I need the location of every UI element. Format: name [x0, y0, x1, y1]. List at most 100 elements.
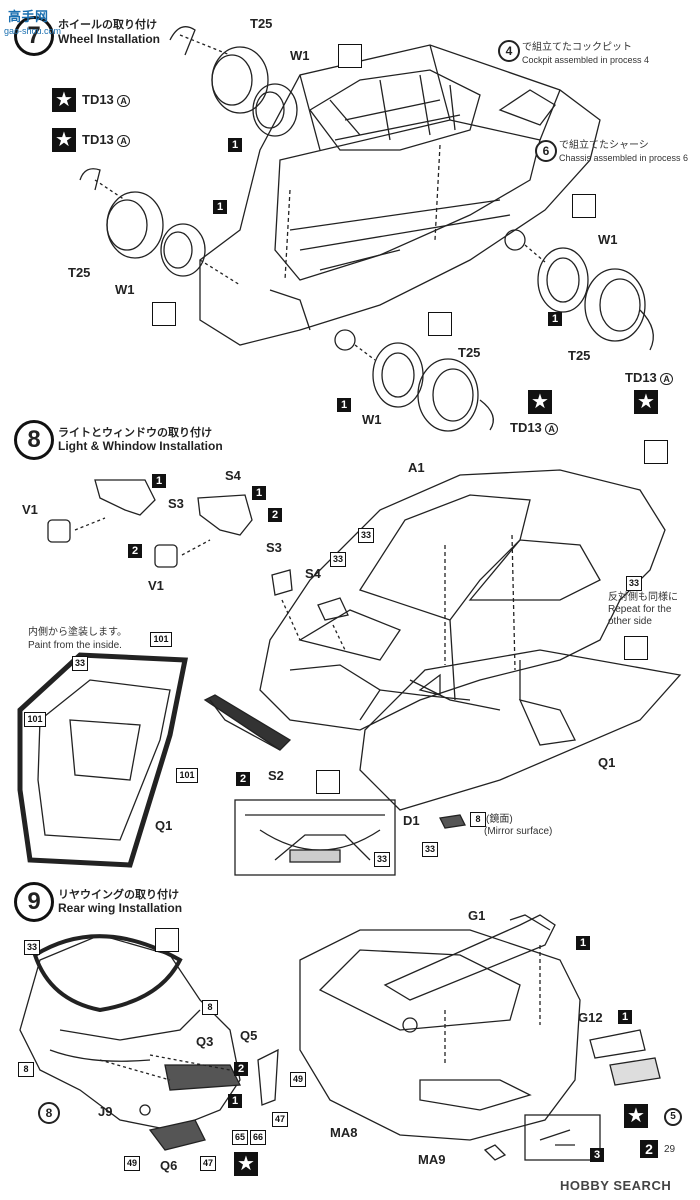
sprue-2-g12: 2: [640, 1140, 658, 1158]
decal-star-icon-1: ★: [52, 88, 76, 112]
decal-star-icon-3: ★: [634, 390, 658, 414]
sprue-3-ma9: 3: [590, 1148, 604, 1162]
note-6-en: Chassis assembled in process 6: [559, 153, 689, 163]
decal-suffix-right: A: [660, 373, 673, 385]
color-33-b: 33: [330, 552, 346, 567]
label-td13-right: TD13 A: [625, 370, 673, 385]
sprue-2-s4: 2: [268, 508, 282, 522]
paint-icon-9-left: [155, 928, 179, 952]
sprue-1-q3: 1: [228, 1094, 242, 1108]
repeat-note-en-1: Repeat for the: [608, 604, 672, 615]
color-33-e: 33: [374, 852, 390, 867]
color-33-c: 33: [626, 576, 642, 591]
label-q1-left: Q1: [155, 818, 173, 833]
color-49-b: 49: [124, 1156, 140, 1171]
color-33-d: 33: [72, 656, 88, 671]
label-s3-b: S3: [266, 540, 282, 555]
step-7-title-ja: ホイールの取り付け: [58, 19, 157, 31]
decal-star-icon-9: ★: [234, 1152, 258, 1176]
chassis-outline: [199, 44, 601, 346]
body-shell-outline: [259, 469, 666, 731]
label-t25-top: T25: [250, 16, 273, 31]
sprue-2-q3: 2: [234, 1062, 248, 1076]
step-8-title-ja: ライトとウィンドウの取り付け: [58, 427, 212, 439]
label-a1: A1: [408, 460, 425, 475]
mirror-en: (Mirror surface): [484, 826, 553, 837]
label-q3: Q3: [196, 1034, 214, 1049]
label-t25-bottom: T25: [458, 345, 481, 360]
label-g12: G12: [578, 1010, 603, 1025]
sprue-1-left: 1: [213, 200, 227, 214]
sprue-1-right: 1: [548, 312, 562, 326]
label-q1-right: Q1: [598, 755, 616, 770]
decal-suffix-bottom: A: [545, 423, 558, 435]
paint-icon-bottom: [428, 312, 452, 336]
sprue-1-top: 1: [228, 138, 242, 152]
note-6-ja: で組立てたシャーシ: [559, 140, 649, 151]
step-9-number: 9: [14, 882, 54, 922]
note-4-circle: 4: [498, 40, 520, 62]
color-66: 66: [250, 1130, 266, 1145]
label-s4-a: S4: [225, 468, 241, 483]
label-td13-bottom: TD13 A: [510, 420, 558, 435]
step-9-title-ja: リヤウイングの取り付け: [58, 889, 179, 901]
color-8-c: 8: [38, 1102, 60, 1124]
label-td13-2: TD13 A: [82, 132, 130, 147]
color-65: 65: [232, 1130, 248, 1145]
repeat-note-ja: 反対側も同様に: [608, 592, 678, 603]
color-33-g: 33: [24, 940, 40, 955]
note-4-ja: で組立てたコックピット: [522, 42, 632, 53]
paint-icon-right: [572, 194, 596, 218]
color-101-a: 101: [150, 632, 172, 647]
sprue-1-s3: 1: [152, 474, 166, 488]
color-101-c: 101: [176, 768, 198, 783]
step-8-number: 8: [14, 420, 54, 460]
sprue-1-bottom: 1: [337, 398, 351, 412]
sprue-2-s2: 2: [236, 772, 250, 786]
decal-star-icon-g12: ★: [624, 1104, 648, 1128]
label-q6: Q6: [160, 1158, 178, 1173]
step-7-title-en: Wheel Installation: [58, 32, 161, 46]
label-v1-a: V1: [22, 502, 38, 517]
paint-inside-ja: 内側から塗装します。: [28, 627, 127, 638]
label-ma9: MA9: [418, 1152, 446, 1167]
label-w1-right: W1: [598, 232, 618, 247]
mirror-ja: (鏡面): [486, 814, 513, 825]
label-s2: S2: [268, 768, 284, 783]
color-47-b: 47: [200, 1156, 216, 1171]
color-47-a: 47: [272, 1112, 288, 1127]
step-8-title-en: Light & Whindow Installation: [58, 439, 223, 453]
label-j9: J9: [98, 1104, 113, 1119]
watermark-right: HOBBY SEARCH: [560, 1178, 672, 1193]
label-v1-b: V1: [148, 578, 164, 593]
paint-icon-a1: [644, 440, 668, 464]
label-ma8: MA8: [330, 1125, 358, 1140]
label-w1-left: W1: [115, 282, 135, 297]
label-t25-right: T25: [568, 348, 591, 363]
decal-star-icon-4: ★: [528, 390, 552, 414]
color-33-a: 33: [358, 528, 374, 543]
sprue-1-g1: 1: [576, 936, 590, 950]
paint-inside-en: Paint from the inside.: [28, 640, 122, 651]
label-w1-bottom: W1: [362, 412, 382, 427]
step-9-title-en: Rear wing Installation: [58, 901, 183, 915]
paint-icon-inset: [316, 770, 340, 794]
color-8-a: 8: [202, 1000, 218, 1015]
paint-icon-left: [152, 302, 176, 326]
label-q5: Q5: [240, 1028, 258, 1043]
label-td13-1: TD13 A: [82, 92, 130, 107]
color-101-b: 101: [24, 712, 46, 727]
label-g1: G1: [468, 908, 486, 923]
label-s3-a: S3: [168, 496, 184, 511]
color-33-f: 33: [422, 842, 438, 857]
decal-suffix-2: A: [117, 135, 130, 147]
color-49-a: 49: [290, 1072, 306, 1087]
paint-icon-top: [338, 44, 362, 68]
label-d1: D1: [403, 813, 420, 828]
decal-star-icon-2: ★: [52, 128, 76, 152]
label-t25-left: T25: [68, 265, 91, 280]
step-7-number: 7: [14, 16, 54, 56]
label-s4-b: S4: [305, 566, 321, 581]
sprue-1-s4: 1: [252, 486, 266, 500]
